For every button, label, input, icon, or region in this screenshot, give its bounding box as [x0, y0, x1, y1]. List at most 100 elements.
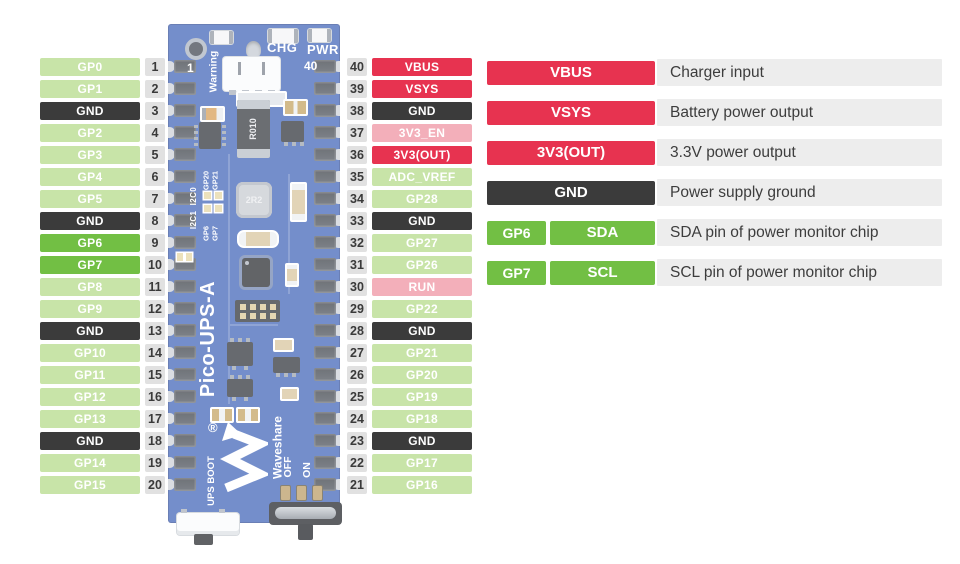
pin-pad — [174, 390, 196, 403]
pin-pad — [174, 434, 196, 447]
legend-description: SDA pin of power monitor chip — [657, 219, 942, 246]
pin-number-3: 3 — [145, 102, 165, 120]
pin-pad — [174, 214, 196, 227]
pin-number-10: 10 — [145, 256, 165, 274]
pin-label-gnd-38: GND — [372, 102, 472, 120]
pin-label-gnd-3: GND — [40, 102, 140, 120]
pin-label-gp12-16: GP12 — [40, 388, 140, 406]
transistor — [281, 121, 304, 146]
pin-label-gp7-10: GP7 — [40, 256, 140, 274]
castellation — [333, 193, 340, 204]
castellation — [168, 325, 175, 336]
legend-description: 3.3V power output — [657, 139, 942, 166]
pin-pad — [314, 192, 336, 205]
pin-row: 23 GND — [347, 432, 472, 450]
switch-pin — [312, 485, 323, 501]
pin-number-24: 24 — [347, 410, 367, 428]
warning-label: Warning — [207, 50, 220, 93]
pin-number-23: 23 — [347, 432, 367, 450]
legend-description: SCL pin of power monitor chip — [657, 259, 942, 286]
pin-label-gp11-15: GP11 — [40, 366, 140, 384]
legend-swatch-group: 3V3(OUT) — [487, 140, 655, 165]
pin-pad — [174, 236, 196, 249]
pin-label-vsys-39: VSYS — [372, 80, 472, 98]
pin-row: GP12 16 — [40, 388, 165, 406]
pin-label-gp28-34: GP28 — [372, 190, 472, 208]
pin-pad — [174, 412, 196, 425]
pin-pad — [314, 434, 336, 447]
pin-label-gp4-6: GP4 — [40, 168, 140, 186]
resistor — [280, 387, 299, 401]
castellation — [168, 457, 175, 468]
castellation — [333, 61, 340, 72]
pin-pad — [174, 346, 196, 359]
legend-swatch-group: VSYS — [487, 100, 655, 125]
castellation — [168, 171, 175, 182]
legend-signal-vbus: VBUS — [487, 60, 655, 85]
legend-swatch-group: VBUS — [487, 60, 655, 85]
pin-row: GND 3 — [40, 102, 165, 120]
pin-pad — [314, 258, 336, 271]
pin-label-gp22-29: GP22 — [372, 300, 472, 318]
ic — [227, 338, 253, 370]
pin-label-gnd-23: GND — [372, 432, 472, 450]
registered-trademark-label: ® — [208, 420, 218, 435]
castellation — [333, 149, 340, 160]
pin-label-gp17-22: GP17 — [372, 454, 472, 472]
pin-pad — [174, 456, 196, 469]
pin-number-15: 15 — [145, 366, 165, 384]
pin-row: 39 VSYS — [347, 80, 472, 98]
pin-pad — [174, 280, 196, 293]
diode — [200, 106, 225, 122]
pin-pad — [314, 280, 336, 293]
pcb-trace — [230, 324, 278, 326]
pin-pad — [314, 214, 336, 227]
pin-number-31: 31 — [347, 256, 367, 274]
solder-pads — [177, 253, 183, 261]
pin-number-13: 13 — [145, 322, 165, 340]
pin-label-gp5-7: GP5 — [40, 190, 140, 208]
resistor — [283, 99, 308, 116]
pin-label-gp13-17: GP13 — [40, 410, 140, 428]
pin-label-gp18-24: GP18 — [372, 410, 472, 428]
pin-label-gp20-26: GP20 — [372, 366, 472, 384]
legend-signal-sda: SDA — [550, 220, 655, 245]
pin-number-17: 17 — [145, 410, 165, 428]
castellation — [168, 479, 175, 490]
pin-number-21: 21 — [347, 476, 367, 494]
pin-number-16: 16 — [145, 388, 165, 406]
pin-pad — [174, 148, 196, 161]
pin-label-gp0-1: GP0 — [40, 58, 140, 76]
legend-row: 3V3(OUT)3.3V power output — [487, 139, 942, 166]
pin-label-3v3-out-36: 3V3(OUT) — [372, 146, 472, 164]
pin-number-38: 38 — [347, 102, 367, 120]
pin-number-39: 39 — [347, 80, 367, 98]
pcb-trace — [288, 174, 290, 294]
pin-label-gp6-9: GP6 — [40, 234, 140, 252]
on-label: ON — [301, 462, 313, 478]
castellation — [168, 237, 175, 248]
pin-label-gp14-19: GP14 — [40, 454, 140, 472]
switch-pin — [296, 485, 307, 501]
waveshare-logo — [220, 422, 268, 496]
castellation — [168, 347, 175, 358]
legend-description: Power supply ground — [657, 179, 942, 206]
